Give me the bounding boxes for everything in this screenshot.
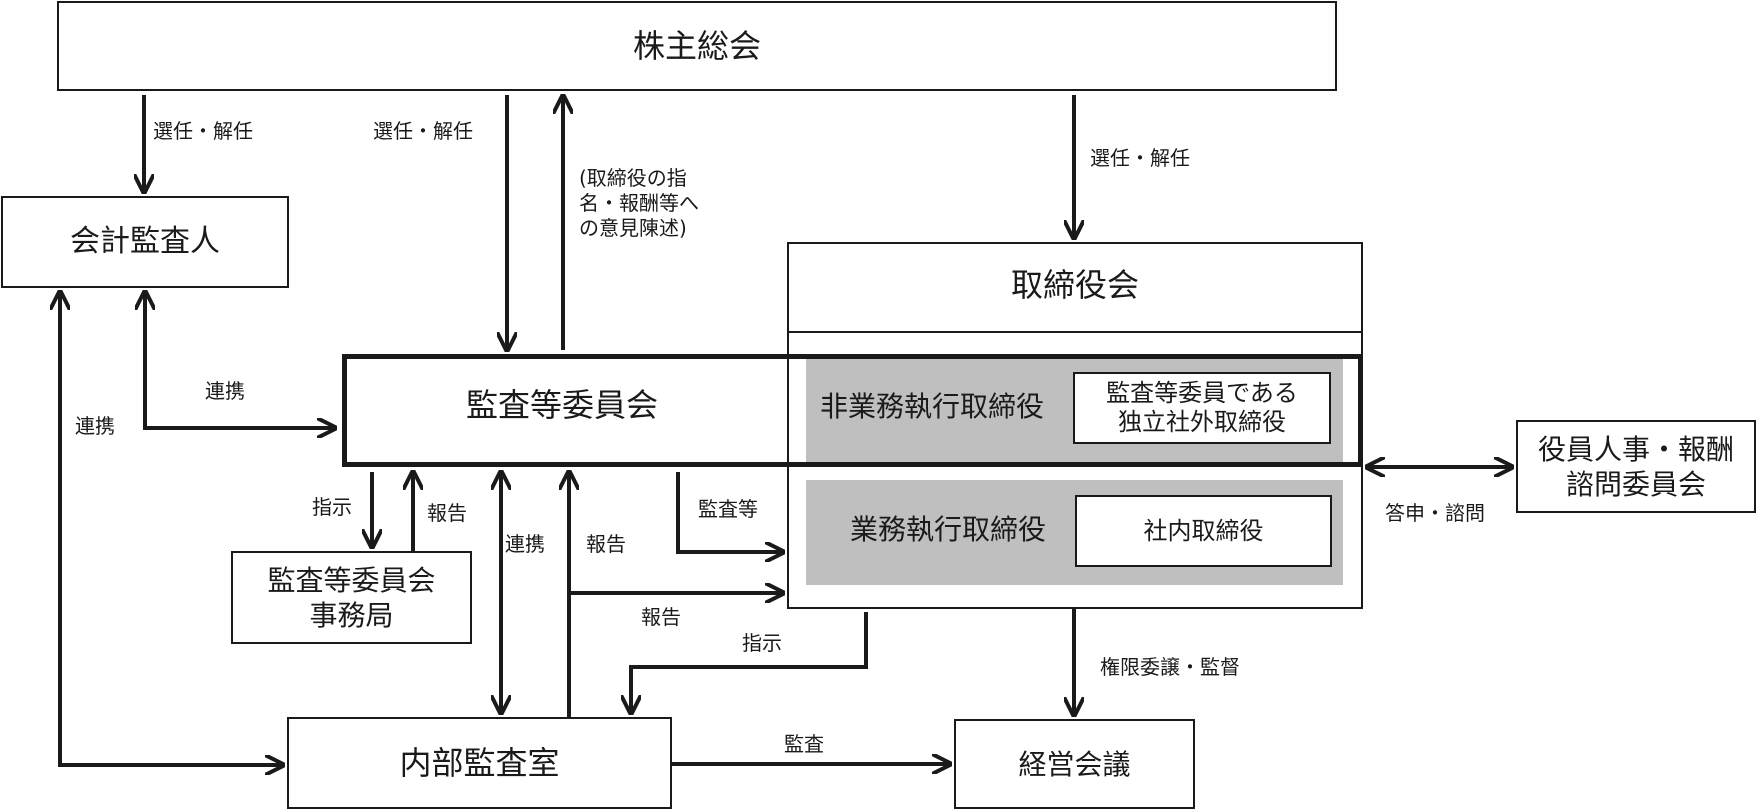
management-meeting-label: 経営会議 (1018, 747, 1131, 781)
arrow-audit-exec (676, 472, 783, 552)
arrow-coop-auditor-internal (60, 292, 283, 765)
label-opinion: (取締役の指 名・報酬等へ の意見陳述) (579, 166, 699, 240)
label-coop-auditor-committee: 連携 (205, 379, 245, 403)
label-elect-committee: 選任・解任 (373, 119, 473, 143)
internal-directors-box: 社内取締役 (1075, 495, 1332, 567)
label-report-office: 報告 (427, 501, 467, 525)
board-of-directors-label: 取締役会 (1010, 266, 1139, 304)
shareholders-meeting-label: 株主総会 (632, 27, 761, 65)
label-delegation: 権限委譲・監督 (1100, 655, 1240, 679)
label-instruct-office: 指示 (312, 495, 352, 519)
audit-committee-label: 監査等委員会 (466, 386, 659, 424)
label-report-internal-board: 報告 (641, 605, 681, 629)
accounting-auditor-box: 会計監査人 (1, 196, 289, 288)
label-audit-management: 監査 (784, 732, 824, 756)
nomination-compensation-committee-label: 役員人事・報酬 諮問委員会 (1537, 432, 1734, 501)
independent-outside-directors-box: 監査等委員である 独立社外取締役 (1073, 372, 1331, 444)
arrow-instruct-board-internal (631, 612, 868, 713)
audit-committee-office-label: 監査等委員会 事務局 (267, 563, 436, 632)
audit-committee-box (342, 354, 1363, 467)
label-coop-auditor-internal: 連携 (75, 414, 115, 438)
internal-audit-office-box: 内部監査室 (287, 717, 672, 809)
executive-directors-label: 業務執行取締役 (850, 513, 1047, 546)
non-executive-directors-label: 非業務執行取締役 (820, 390, 1045, 423)
accounting-auditor-label: 会計監査人 (70, 224, 220, 260)
internal-audit-office-label: 内部監査室 (399, 744, 560, 782)
label-consult: 答申・諮問 (1385, 501, 1485, 525)
label-report-internal-committee: 報告 (586, 532, 626, 556)
independent-outside-directors-label: 監査等委員である 独立社外取締役 (1106, 379, 1298, 436)
nomination-compensation-committee-box: 役員人事・報酬 諮問委員会 (1516, 420, 1756, 513)
label-instruct-board-internal: 指示 (742, 631, 782, 655)
label-elect-board: 選任・解任 (1090, 146, 1190, 170)
arrow-coop-auditor-committee (145, 292, 335, 428)
label-elect-auditor: 選任・解任 (153, 119, 253, 143)
shareholders-meeting-box: 株主総会 (57, 1, 1337, 91)
label-coop-committee-internal: 連携 (505, 532, 545, 556)
board-divider (787, 331, 1363, 333)
internal-directors-label: 社内取締役 (1143, 517, 1264, 545)
management-meeting-box: 経営会議 (954, 719, 1195, 809)
label-audit-exec: 監査等 (698, 497, 758, 521)
